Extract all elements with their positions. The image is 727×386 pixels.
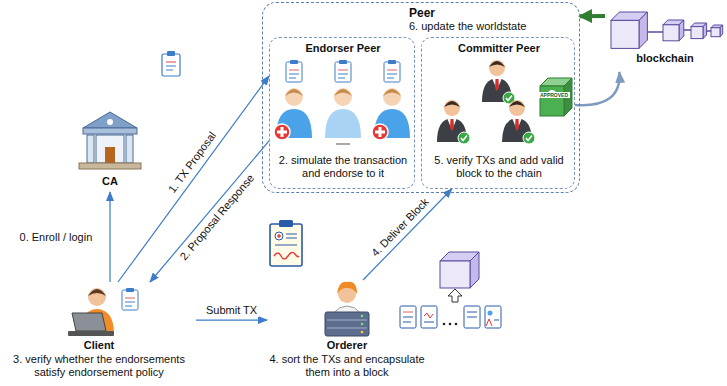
node-description: 6. update the worldstate xyxy=(409,20,574,33)
node-description: 2. simulate the transaction and endorse … xyxy=(270,154,416,180)
node-description: 3. verify whether the endorsements satis… xyxy=(2,353,196,379)
edge-label: 2. Proposal Response xyxy=(176,171,258,265)
node-description: 4. sort the TXs and encapsulate them int… xyxy=(269,353,425,379)
flow-arrow xyxy=(109,192,110,282)
transaction-docs xyxy=(400,306,501,328)
orderer-icon xyxy=(267,280,427,342)
stamp-text: APPROVED xyxy=(538,92,570,98)
endorsers-icon xyxy=(270,56,416,156)
committers-icon xyxy=(422,56,576,156)
orderer-drawing xyxy=(267,280,427,338)
node-title: Orderer xyxy=(267,339,427,352)
edge-label: 1. TX Proposal xyxy=(165,128,221,197)
flow-arrow xyxy=(196,319,267,320)
new-block-cube xyxy=(440,252,479,288)
node-title: CA xyxy=(75,175,145,188)
edge-label: 4. Deliver Block xyxy=(368,194,433,261)
endorser-peer-box: Endorser Peer 2. simulate the transaction… xyxy=(269,37,415,189)
ca-drawing xyxy=(75,108,145,172)
committers-drawing xyxy=(422,56,576,152)
orderer-node: Orderer4. sort the TXs and encapsulate t… xyxy=(267,280,427,384)
node-title: Peer xyxy=(263,6,581,20)
endorsers-drawing xyxy=(270,56,416,152)
node-title: Committer Peer xyxy=(422,42,576,55)
node-title: Client xyxy=(2,339,196,352)
committer-peer-box: Committer Peer 5. verify TXs and add vali… xyxy=(421,37,575,189)
flow-arrow xyxy=(580,14,605,18)
chain-drawing xyxy=(605,6,725,50)
flow-arrow xyxy=(150,141,269,282)
peer-group: Peer6. update the worldstateEndorser Pee… xyxy=(262,2,580,193)
flow-arrow xyxy=(363,189,452,280)
edge-label: 0. Enroll / login xyxy=(18,231,95,244)
client-icon xyxy=(2,282,196,342)
node-description: 5. verify TXs and add valid block to the… xyxy=(426,154,572,180)
flow-arrow xyxy=(118,76,269,282)
blockchain-node: blockchain xyxy=(605,6,725,72)
ca-node: CA xyxy=(75,108,145,192)
ca-icon xyxy=(75,108,145,176)
node-title: Endorser Peer xyxy=(270,42,416,55)
chain-icon xyxy=(605,6,725,54)
tx-proposal-doc xyxy=(162,51,180,76)
node-title: blockchain xyxy=(605,52,725,65)
flow-arrow xyxy=(575,72,620,105)
client-node: Client3. verify whether the endorsements… xyxy=(2,282,196,384)
block-arrow xyxy=(448,289,462,302)
edge-label: Submit TX xyxy=(204,304,259,317)
proposal-response-doc xyxy=(270,220,302,266)
client-drawing xyxy=(2,282,196,338)
